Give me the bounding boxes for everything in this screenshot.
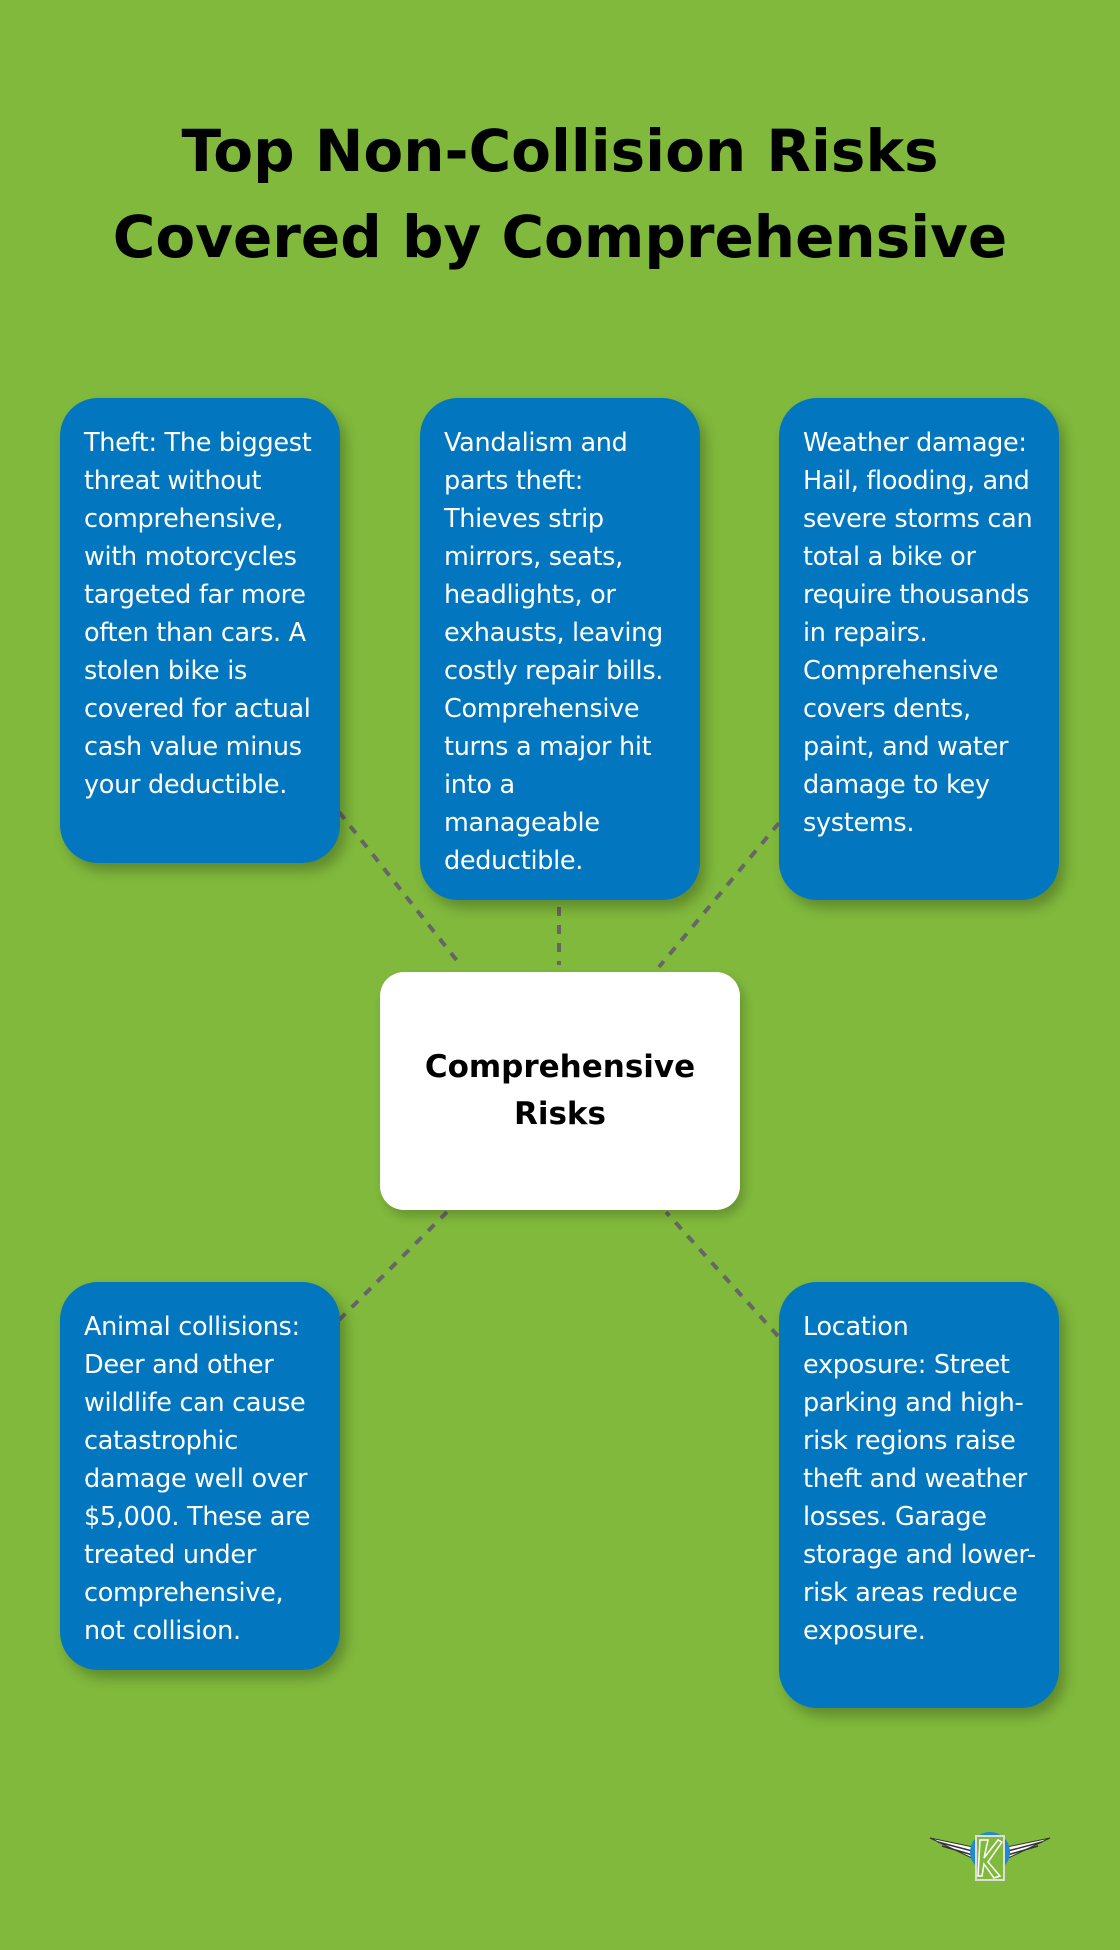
connector-location	[664, 1210, 780, 1338]
node-text: Vandalism and parts theft: Thieves strip…	[444, 428, 664, 876]
connector-animal	[337, 1210, 449, 1322]
node-weather: Weather damage: Hail, flooding, and seve…	[779, 398, 1059, 900]
center-node: Comprehensive Risks	[380, 972, 740, 1210]
node-vandalism: Vandalism and parts theft: Thieves strip…	[420, 398, 700, 900]
node-text: Location exposure: Street parking and hi…	[803, 1312, 1036, 1646]
node-text: Weather damage: Hail, flooding, and seve…	[803, 428, 1033, 838]
connector-weather	[657, 821, 781, 969]
connector-theft	[337, 810, 464, 969]
title-line-2: Covered by Comprehensive	[112, 203, 1008, 271]
center-label: Comprehensive Risks	[424, 1049, 696, 1132]
node-text: Theft: The biggest threat without compre…	[84, 428, 312, 800]
node-animal: Animal collisions: Deer and other wildli…	[60, 1282, 340, 1670]
logo-icon	[929, 1832, 1051, 1881]
node-theft: Theft: The biggest threat without compre…	[60, 398, 340, 863]
node-location: Location exposure: Street parking and hi…	[779, 1282, 1059, 1708]
title-line-1: Top Non-Collision Risks	[181, 117, 939, 185]
page-title: Top Non-Collision Risks Covered by Compr…	[0, 108, 1120, 280]
node-text: Animal collisions: Deer and other wildli…	[84, 1312, 311, 1646]
